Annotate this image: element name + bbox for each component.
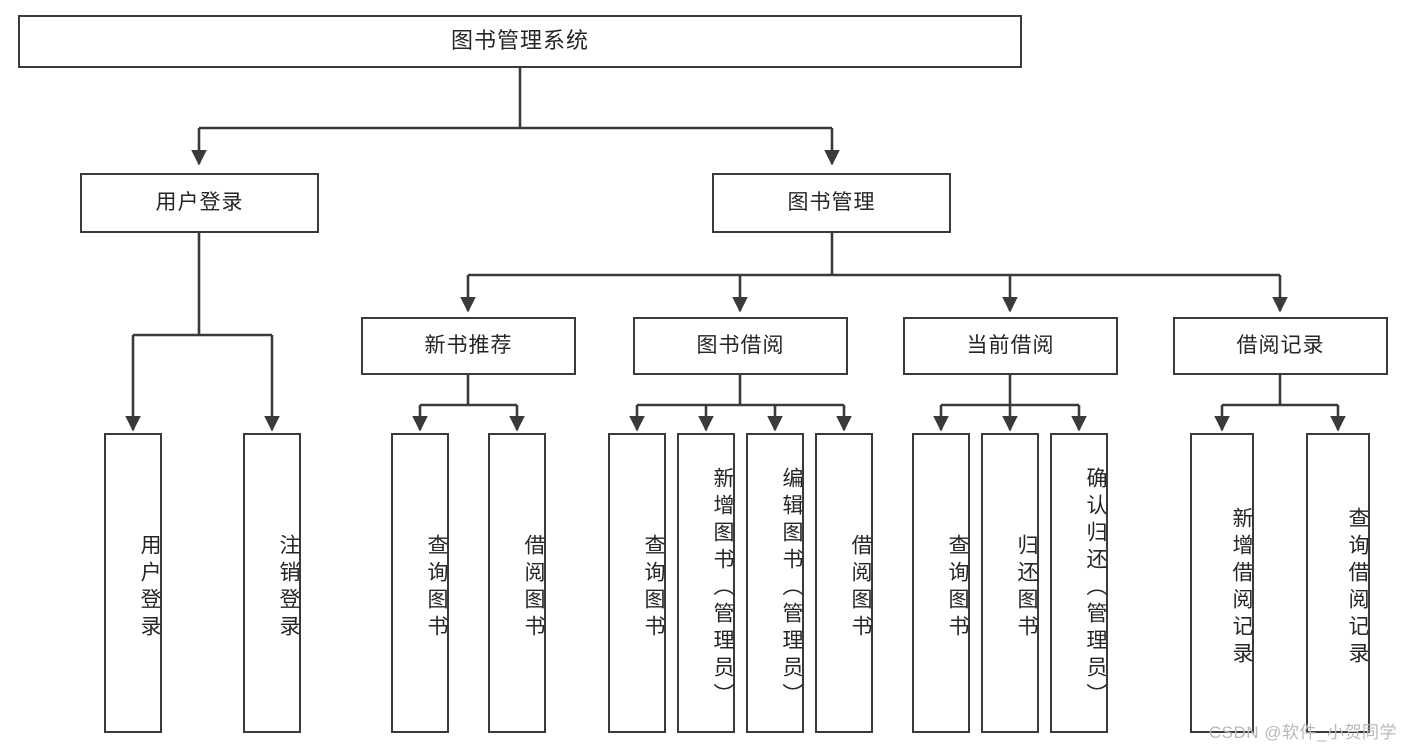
node-root-book-management-system[interactable]: 图书管理系统 (18, 15, 1022, 68)
leaf-borrow-query-books[interactable]: 查询图书 (608, 433, 666, 733)
node-label: 图书管理系统 (450, 28, 589, 54)
node-label: 新增借阅记录 (1230, 507, 1253, 669)
node-label: 查询图书 (946, 534, 969, 642)
node-label: 确认归还（管理员） (1084, 466, 1107, 710)
leaf-borrow-add-book-admin[interactable]: 新增图书（管理员） (677, 433, 735, 733)
node-label: 图书借阅 (696, 334, 785, 358)
node-user-login[interactable]: 用户登录 (80, 173, 319, 233)
node-current-borrowing[interactable]: 当前借阅 (903, 317, 1118, 375)
node-label: 归还图书 (1015, 534, 1038, 642)
node-label: 当前借阅 (966, 334, 1055, 358)
node-label: 借阅图书 (522, 534, 545, 642)
leaf-record-add-borrow-record[interactable]: 新增借阅记录 (1190, 433, 1254, 733)
node-label: 用户登录 (155, 191, 244, 215)
node-label: 新书推荐 (424, 334, 513, 358)
leaf-current-confirm-return-admin[interactable]: 确认归还（管理员） (1050, 433, 1108, 733)
leaf-record-query-borrow-record[interactable]: 查询借阅记录 (1306, 433, 1370, 733)
leaf-current-return-books[interactable]: 归还图书 (981, 433, 1039, 733)
node-label: 查询借阅记录 (1346, 507, 1369, 669)
node-borrowing-record[interactable]: 借阅记录 (1173, 317, 1388, 375)
node-book-management[interactable]: 图书管理 (712, 173, 951, 233)
node-label: 借阅记录 (1236, 334, 1325, 358)
leaf-user-login-signin[interactable]: 用户登录 (104, 433, 162, 733)
leaf-new-book-query-books[interactable]: 查询图书 (391, 433, 449, 733)
node-label: 查询图书 (425, 534, 448, 642)
leaf-new-book-borrow-books[interactable]: 借阅图书 (488, 433, 546, 733)
node-label: 图书管理 (787, 191, 876, 215)
node-label: 新增图书（管理员） (711, 466, 734, 710)
leaf-current-query-books[interactable]: 查询图书 (912, 433, 970, 733)
node-label: 注销登录 (277, 534, 300, 642)
leaf-borrow-edit-book-admin[interactable]: 编辑图书（管理员） (746, 433, 804, 733)
node-label: 借阅图书 (849, 534, 872, 642)
leaf-user-login-signout[interactable]: 注销登录 (243, 433, 301, 733)
node-new-book-recommendation[interactable]: 新书推荐 (361, 317, 576, 375)
node-label: 编辑图书（管理员） (780, 466, 803, 710)
node-book-borrowing[interactable]: 图书借阅 (633, 317, 848, 375)
leaf-borrow-borrow-books[interactable]: 借阅图书 (815, 433, 873, 733)
node-label: 查询图书 (642, 534, 665, 642)
node-label: 用户登录 (138, 534, 161, 642)
watermark-csdn: CSDN @软件_小贺同学 (1208, 723, 1397, 742)
